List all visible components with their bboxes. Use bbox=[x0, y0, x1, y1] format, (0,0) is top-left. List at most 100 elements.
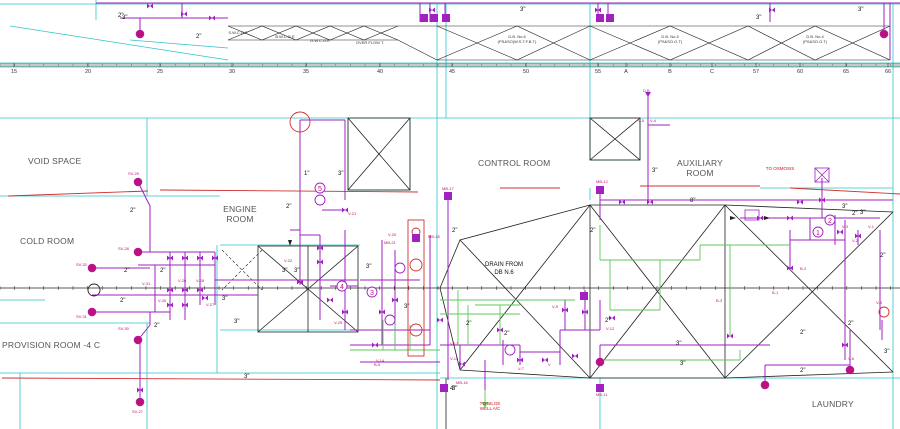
ruler-tick-label: 65 bbox=[843, 69, 849, 75]
valve-icon bbox=[182, 255, 188, 261]
tag-v27: V-27 bbox=[206, 302, 215, 307]
tag-v1: V-1 bbox=[868, 224, 875, 229]
tag-v30: V-30 bbox=[158, 298, 167, 303]
valve-icon bbox=[147, 3, 153, 9]
ruler-tick-label: 25 bbox=[157, 69, 163, 75]
valve-icon bbox=[787, 215, 793, 221]
valve-icon bbox=[327, 297, 333, 303]
centre-ticks bbox=[0, 286, 891, 290]
tag-sv31: SV-31 bbox=[76, 314, 88, 319]
valve-icon bbox=[137, 387, 143, 393]
ruler-tick-label: C bbox=[710, 69, 714, 75]
pipe-size-p13: 3" bbox=[234, 319, 239, 325]
pipe-size-p22: 2" bbox=[504, 331, 509, 337]
pump-label-pump1: 1 bbox=[816, 230, 820, 237]
valve-icon bbox=[562, 307, 568, 313]
top-deck-tanks bbox=[227, 25, 891, 61]
valve-icon bbox=[429, 7, 435, 13]
valve-icon bbox=[167, 287, 173, 293]
top-piping bbox=[96, 2, 900, 60]
valve-icon bbox=[202, 295, 208, 301]
valve-icon bbox=[197, 287, 203, 293]
tag-v26: V-26 bbox=[178, 278, 187, 283]
tag-v9: V-9 bbox=[552, 304, 559, 309]
valve-icon bbox=[167, 255, 173, 261]
ruler-tick-label: A bbox=[624, 69, 628, 75]
flow-arrows bbox=[288, 92, 770, 408]
pipe-size-p25: 3" bbox=[676, 341, 681, 347]
valve-icon bbox=[842, 342, 848, 348]
pipe-size-p31: 3" bbox=[860, 210, 865, 216]
tag-mb21: MB-21 bbox=[384, 240, 397, 245]
ruler-tick-label: 55 bbox=[595, 69, 601, 75]
valve-icon bbox=[582, 309, 588, 315]
ruler-tick-label: 15 bbox=[11, 69, 17, 75]
pipe-size-p17: 3" bbox=[294, 268, 299, 274]
ruler-tick-label: 35 bbox=[303, 69, 309, 75]
ruler-tick-label: B bbox=[668, 69, 672, 75]
note-drain-from-2: DB N.6 bbox=[494, 270, 514, 276]
pipe-size-p18: 3" bbox=[338, 171, 343, 177]
tag-mb18: MB-18 bbox=[428, 234, 441, 239]
valve-icon bbox=[855, 233, 861, 239]
lbl-dbt-2-sub: (PS&SO.O.T) bbox=[658, 39, 683, 44]
pipe-size-p19: 3" bbox=[366, 264, 371, 270]
valve-icon bbox=[572, 353, 578, 359]
valve-icon bbox=[392, 297, 398, 303]
suction-strainer-sv27 bbox=[135, 397, 145, 407]
tag-sv29: SV-29 bbox=[128, 171, 140, 176]
pipe-size-p14: 3" bbox=[282, 268, 287, 274]
ruler-tick-label: 50 bbox=[523, 69, 529, 75]
pipe-size-p35: 3" bbox=[884, 349, 889, 355]
pump-3 bbox=[366, 286, 378, 298]
valve-icon bbox=[619, 199, 625, 205]
valve-icon bbox=[167, 302, 173, 308]
valve-icon bbox=[542, 357, 548, 363]
suction-strainer-mid bbox=[595, 357, 605, 367]
tag-v8: V-8 bbox=[876, 300, 883, 305]
note-to-osmosis: TO OSMOSIS bbox=[766, 166, 794, 171]
tag-v7: V-7 bbox=[518, 366, 525, 371]
pipe-size-p5: 3" bbox=[858, 7, 863, 13]
lbl-dbt-left: OVER FLOW T. bbox=[356, 40, 384, 45]
note-drain-from-1: DRAIN FROM bbox=[485, 262, 523, 268]
valve-icon bbox=[317, 259, 323, 265]
suction-strainer-right bbox=[845, 365, 855, 375]
room-auxiliary-2: ROOM bbox=[686, 168, 713, 178]
strainer-box bbox=[289, 111, 890, 357]
pump-1 bbox=[812, 226, 824, 238]
tag-bs: B-5 bbox=[374, 362, 381, 367]
tag-mb17: MB-17 bbox=[442, 186, 455, 191]
room-labels: VOID SPACE COLD ROOM PROVISION ROOM -4 C… bbox=[2, 156, 854, 409]
pump-4 bbox=[336, 280, 348, 292]
valve-icon bbox=[342, 309, 348, 315]
tag-vs: V bbox=[548, 362, 551, 367]
pipe-size-p15: 1" bbox=[304, 171, 309, 177]
pump-2 bbox=[824, 214, 836, 226]
pipe-size-p28: 3" bbox=[652, 168, 657, 174]
valve-icon bbox=[342, 207, 348, 213]
valve-icon bbox=[182, 287, 188, 293]
suction-strainer-sv31 bbox=[87, 307, 97, 317]
lbl-bilge-3: G.W.C.G.E bbox=[310, 38, 330, 43]
note-db-top: D.B bbox=[643, 88, 650, 93]
bilge-piping bbox=[92, 92, 893, 400]
tag-labels: SV-29SV-28SV-32SV-31SV-30SV-27V-31V-30V-… bbox=[76, 118, 883, 414]
tag-v20: V-20 bbox=[388, 232, 397, 237]
hull-lines bbox=[1, 185, 900, 381]
lbl-dbt-3-sub: (PS&SO.O.T) bbox=[803, 39, 828, 44]
tag-mb16: MB-16 bbox=[456, 380, 469, 385]
tag-mb11: MB-11 bbox=[596, 392, 608, 397]
pipe-size-p34: 2" bbox=[800, 368, 805, 374]
pump-5b bbox=[314, 194, 326, 206]
tag-mb12: MB-12 bbox=[596, 179, 609, 184]
pipe-size-p36: 2" bbox=[852, 211, 857, 217]
tag-sv30: SV-30 bbox=[118, 326, 130, 331]
pumps bbox=[314, 182, 836, 356]
valve-icon bbox=[182, 302, 188, 308]
lbl-dbt-3: D.B. No.4 bbox=[806, 34, 824, 39]
note-to-bilge-1: TO BILGE bbox=[480, 401, 501, 406]
